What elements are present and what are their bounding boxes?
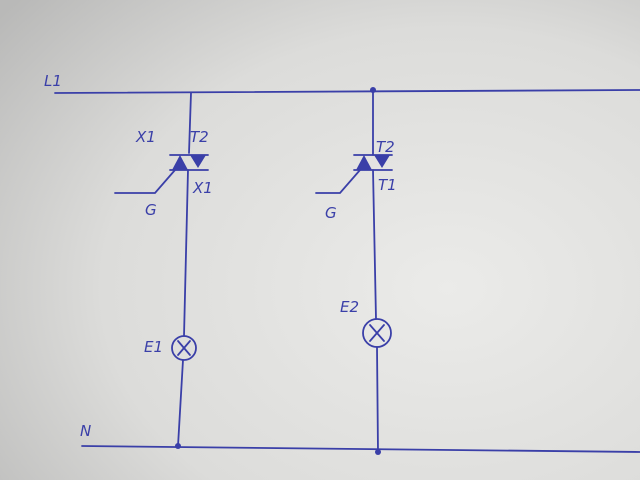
triac-2-t2-label: T2 <box>376 138 395 156</box>
l1-label: L1 <box>44 72 62 90</box>
triac-1-t2-label: T2 <box>190 128 209 146</box>
branch-1: X1 T2 X1 G E1 <box>114 92 213 449</box>
l1-rail <box>54 89 640 94</box>
triac-2-gate-label: G <box>325 204 337 222</box>
neutral-label: N <box>80 422 91 440</box>
triac-1 <box>114 154 209 194</box>
branch-2-wire-mid <box>372 169 377 320</box>
lamp-2 <box>362 318 392 348</box>
triac-1-x1-label: X1 <box>135 128 156 146</box>
branch-1-wire-bottom <box>177 359 184 447</box>
junction-dot <box>375 449 381 455</box>
triac-2 <box>315 154 393 194</box>
branch-1-wire-mid <box>183 169 189 337</box>
triac-1-gate-label: G <box>145 201 157 219</box>
junction-dot <box>175 443 181 449</box>
branch-1-wire-top <box>188 92 192 154</box>
lamp-1-label: E1 <box>144 338 163 356</box>
branch-2-wire-bottom <box>376 346 379 453</box>
lamp-2-label: E2 <box>340 298 359 316</box>
neutral-rail <box>81 445 640 453</box>
triac-2-t1-label: T1 <box>378 176 397 194</box>
branch-2: T2 T1 G E2 <box>315 87 397 455</box>
triac-1-t1-label: X1 <box>192 179 213 197</box>
lamp-1 <box>171 335 197 361</box>
